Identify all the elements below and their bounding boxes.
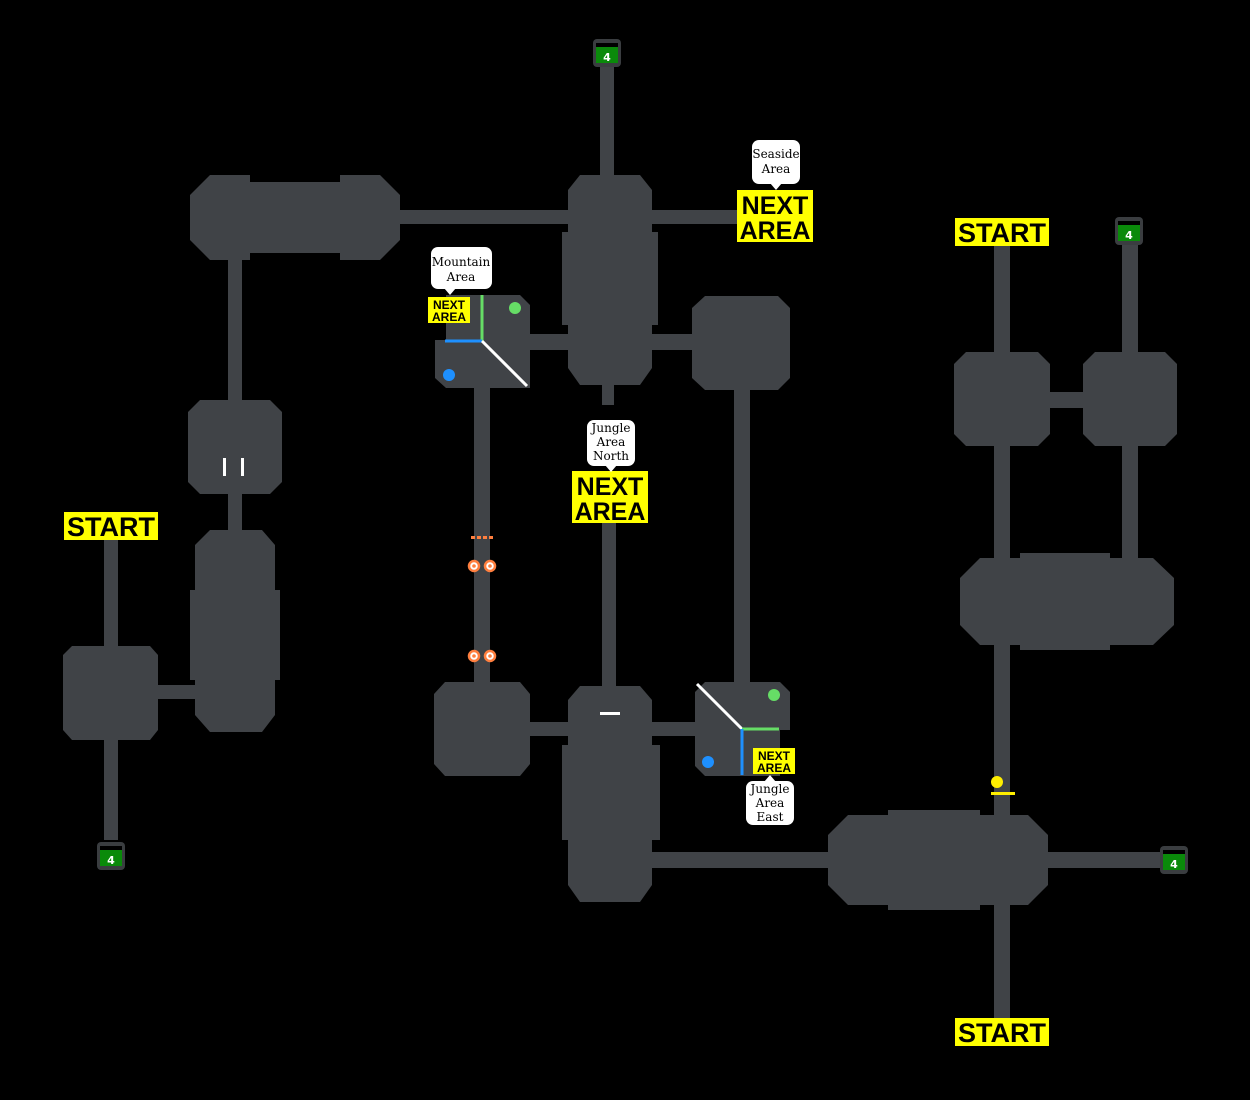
- area-name-bubble: Jungle Area East: [746, 775, 794, 825]
- corridor: [650, 852, 835, 868]
- area-name-bubble: Seaside Area: [752, 140, 800, 190]
- diagonal-gate: [695, 682, 744, 731]
- next-area-line1: NEXT: [742, 192, 809, 220]
- start-marker[interactable]: START: [955, 1018, 1049, 1048]
- corridors: [104, 65, 1165, 1020]
- next-area-line1: NEXT: [577, 473, 644, 501]
- next-area-line2: AREA: [575, 498, 646, 526]
- corridor: [525, 334, 570, 350]
- chest-count: 4: [107, 854, 115, 867]
- corridor: [150, 685, 200, 699]
- corridor: [474, 385, 490, 690]
- floor-trap-icon: [483, 649, 497, 663]
- area-name-line: East: [757, 810, 784, 824]
- chest-count: 4: [1125, 229, 1133, 242]
- corridor: [650, 722, 700, 736]
- corridor: [228, 250, 242, 540]
- area-name-line: Mountain: [432, 255, 491, 269]
- next-area-marker[interactable]: NEXT AREA: [572, 471, 648, 526]
- next-area-line2: AREA: [432, 310, 466, 324]
- start-marker[interactable]: START: [955, 218, 1049, 248]
- start-label: START: [958, 1018, 1046, 1048]
- corridor: [602, 520, 616, 690]
- start-label: START: [958, 218, 1046, 248]
- area-name-line: Area: [596, 435, 626, 449]
- area-name-bubble: Mountain Area: [431, 247, 492, 295]
- corridor: [994, 895, 1010, 1020]
- next-area-line2: AREA: [740, 217, 811, 245]
- corridor: [1040, 852, 1165, 868]
- corridor: [525, 722, 570, 736]
- treasure-chest-icon[interactable]: [100, 846, 122, 866]
- area-name-line: Jungle: [590, 421, 631, 435]
- treasure-chest-icon[interactable]: [1118, 221, 1140, 241]
- blue-switch-icon[interactable]: [702, 756, 714, 768]
- corridor: [1040, 392, 1090, 408]
- area-name-line: Jungle: [749, 782, 790, 796]
- door-icon: [241, 458, 244, 476]
- treasure-chest-icon[interactable]: [596, 43, 618, 63]
- room-cross: [188, 400, 282, 494]
- corridor: [645, 210, 740, 224]
- room-cross: [434, 682, 530, 776]
- corridor: [600, 65, 614, 185]
- area-name-line: Area: [446, 270, 476, 284]
- next-area-line2: AREA: [757, 761, 791, 775]
- key-icon[interactable]: [991, 776, 1003, 788]
- traps: [467, 536, 497, 663]
- green-switch-icon[interactable]: [509, 302, 521, 314]
- next-area-line1: NEXT: [433, 298, 466, 312]
- floor-trap-icon: [483, 559, 497, 573]
- area-name-bubble: Jungle Area North: [587, 420, 635, 472]
- room-hall: [828, 810, 1048, 910]
- chest[interactable]: 4: [593, 39, 621, 67]
- locked-door-icon: [991, 792, 1015, 795]
- door-icon: [223, 458, 226, 476]
- next-area-marker[interactable]: NEXT AREA: [428, 297, 470, 324]
- chest[interactable]: 4: [1160, 846, 1188, 874]
- corridor: [994, 245, 1010, 825]
- area-name-line: Area: [761, 162, 791, 176]
- next-area-line1: NEXT: [758, 749, 791, 763]
- next-area-marker[interactable]: NEXT AREA: [753, 748, 795, 775]
- room-hall: [960, 553, 1174, 650]
- area-name-line: Seaside: [752, 147, 799, 161]
- corridor: [602, 385, 614, 405]
- corridor: [650, 334, 700, 350]
- room-cross: [954, 352, 1050, 446]
- chest-count: 4: [1170, 858, 1178, 871]
- rooms: [63, 175, 1177, 910]
- room-hall: [190, 530, 280, 732]
- door-icon: [600, 712, 620, 715]
- treasure-chest-icon[interactable]: [1163, 850, 1185, 870]
- room-cross: [692, 296, 790, 390]
- chest[interactable]: 4: [97, 842, 125, 870]
- start-marker[interactable]: START: [64, 512, 158, 542]
- next-area-marker[interactable]: NEXT AREA: [737, 190, 813, 245]
- room-start: [63, 646, 158, 740]
- corridor: [395, 210, 575, 224]
- spike-trap-icon: [471, 536, 493, 539]
- gates: [223, 295, 1015, 795]
- room-hall: [562, 175, 658, 385]
- room-cross: [1083, 352, 1177, 446]
- area-name-line: Area: [755, 796, 785, 810]
- green-switch-icon[interactable]: [768, 689, 780, 701]
- corridor: [734, 375, 750, 690]
- room-hall: [190, 175, 400, 260]
- chest[interactable]: 4: [1115, 217, 1143, 245]
- start-label: START: [67, 512, 155, 542]
- floor-trap-icon: [467, 649, 481, 663]
- chest-count: 4: [603, 51, 611, 64]
- area-name-line: North: [593, 449, 629, 463]
- room-hall: [562, 686, 660, 902]
- diagonal-gate: [480, 339, 529, 388]
- floor-trap-icon: [467, 559, 481, 573]
- blue-switch-icon[interactable]: [443, 369, 455, 381]
